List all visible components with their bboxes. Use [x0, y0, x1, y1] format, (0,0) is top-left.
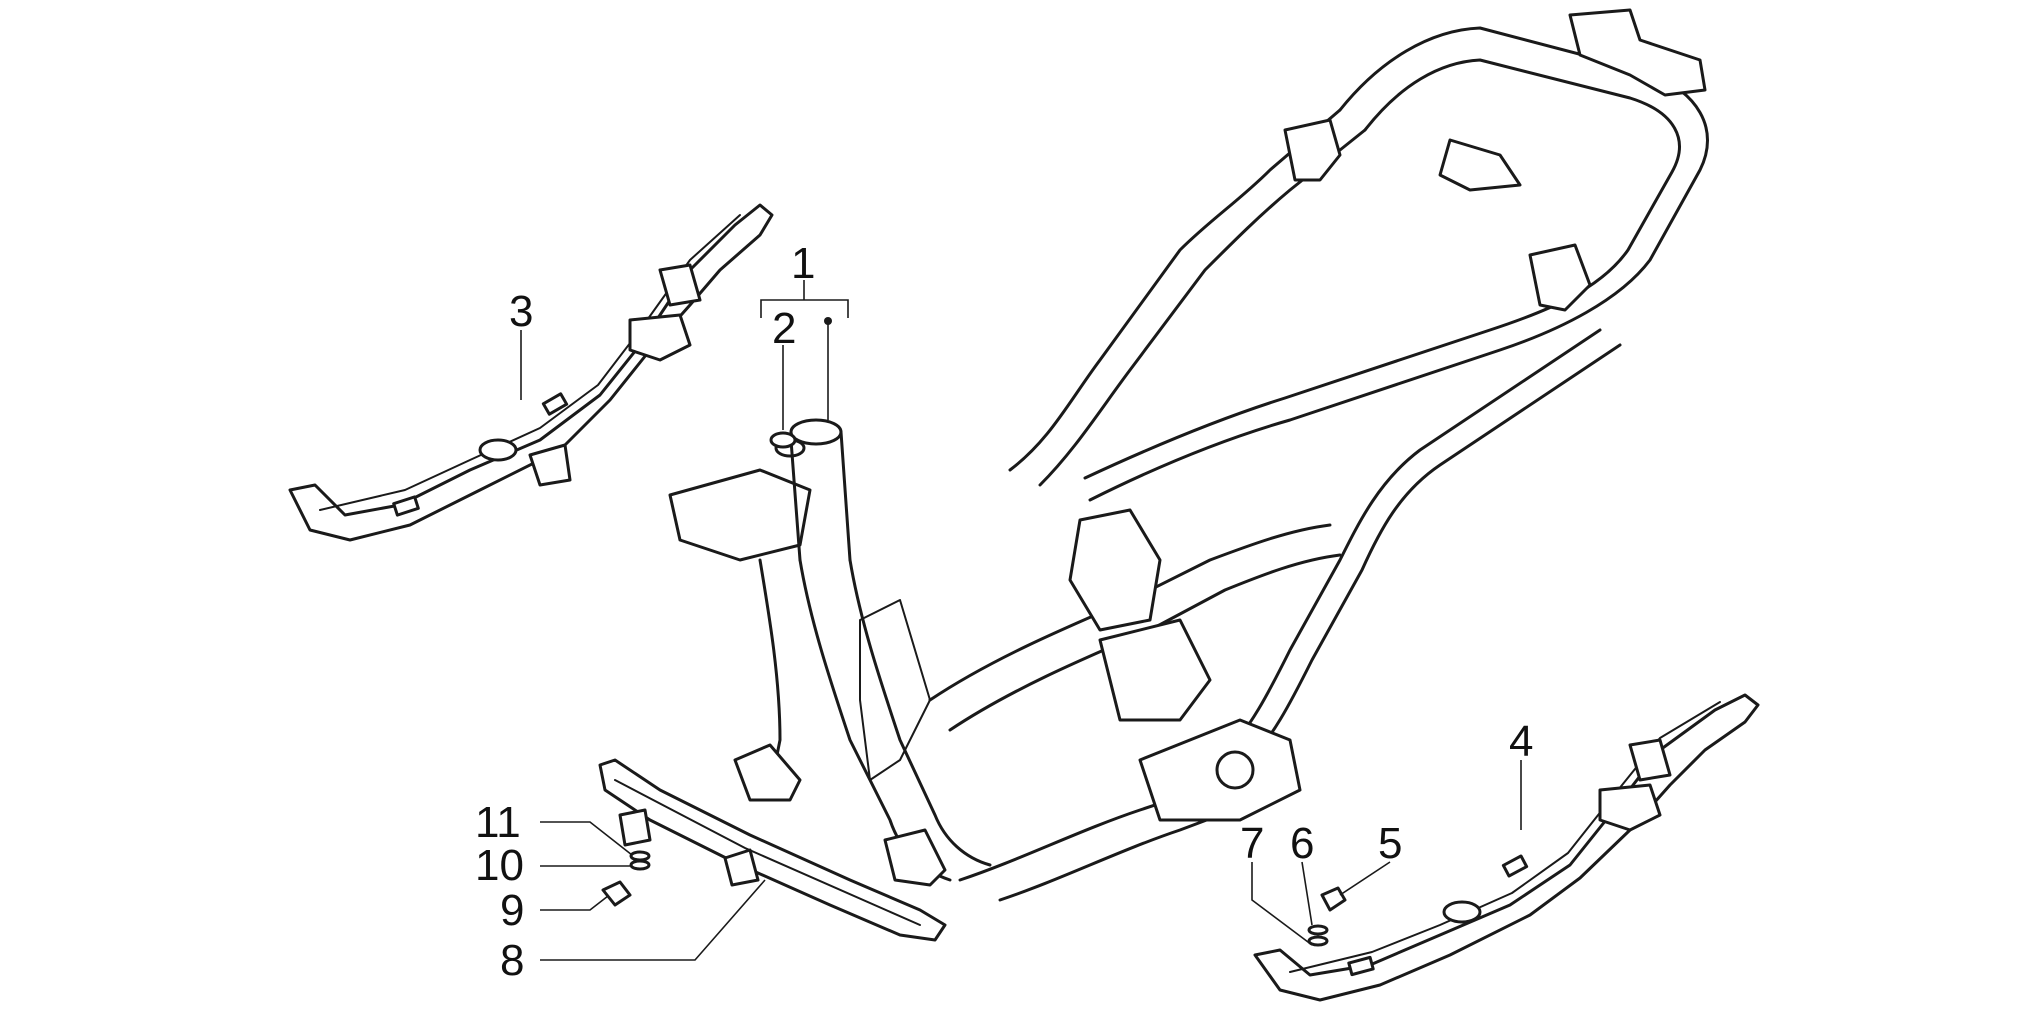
callout-7: 7	[1240, 819, 1264, 868]
washer-left-11	[629, 850, 651, 862]
callout-2: 2	[772, 304, 796, 353]
washer-right-6	[1307, 924, 1329, 936]
front-cross-member	[598, 758, 947, 942]
leader-8	[540, 879, 766, 961]
right-footrest-bracket	[1253, 693, 1760, 1002]
left-footrest-bracket	[288, 203, 774, 542]
hardware-parts	[601, 431, 1347, 947]
callout-8: 8	[500, 936, 524, 985]
washer-right-7	[1307, 935, 1329, 947]
callout-labels: 1 2 3 4 5 6 7 8 9 10 11	[475, 239, 1533, 985]
leader-6	[1301, 861, 1313, 926]
leader-lines	[520, 280, 1522, 961]
leader-11	[540, 821, 633, 856]
callout-1: 1	[791, 239, 815, 288]
callout-9: 9	[500, 886, 524, 935]
washer-left-10	[629, 859, 651, 871]
callout-10: 10	[475, 841, 524, 890]
callout-5: 5	[1378, 819, 1402, 868]
callout-11: 11	[475, 798, 521, 847]
leader-5	[1339, 861, 1391, 896]
callout-4: 4	[1509, 717, 1533, 766]
bolt-right	[1320, 886, 1347, 912]
bolt-left	[601, 880, 632, 907]
leader-7	[1251, 862, 1313, 946]
callout-3: 3	[509, 287, 533, 336]
bearing-cup	[769, 431, 797, 449]
main-frame	[668, 8, 1709, 902]
callout-6: 6	[1290, 819, 1314, 868]
leader-9	[540, 895, 609, 911]
